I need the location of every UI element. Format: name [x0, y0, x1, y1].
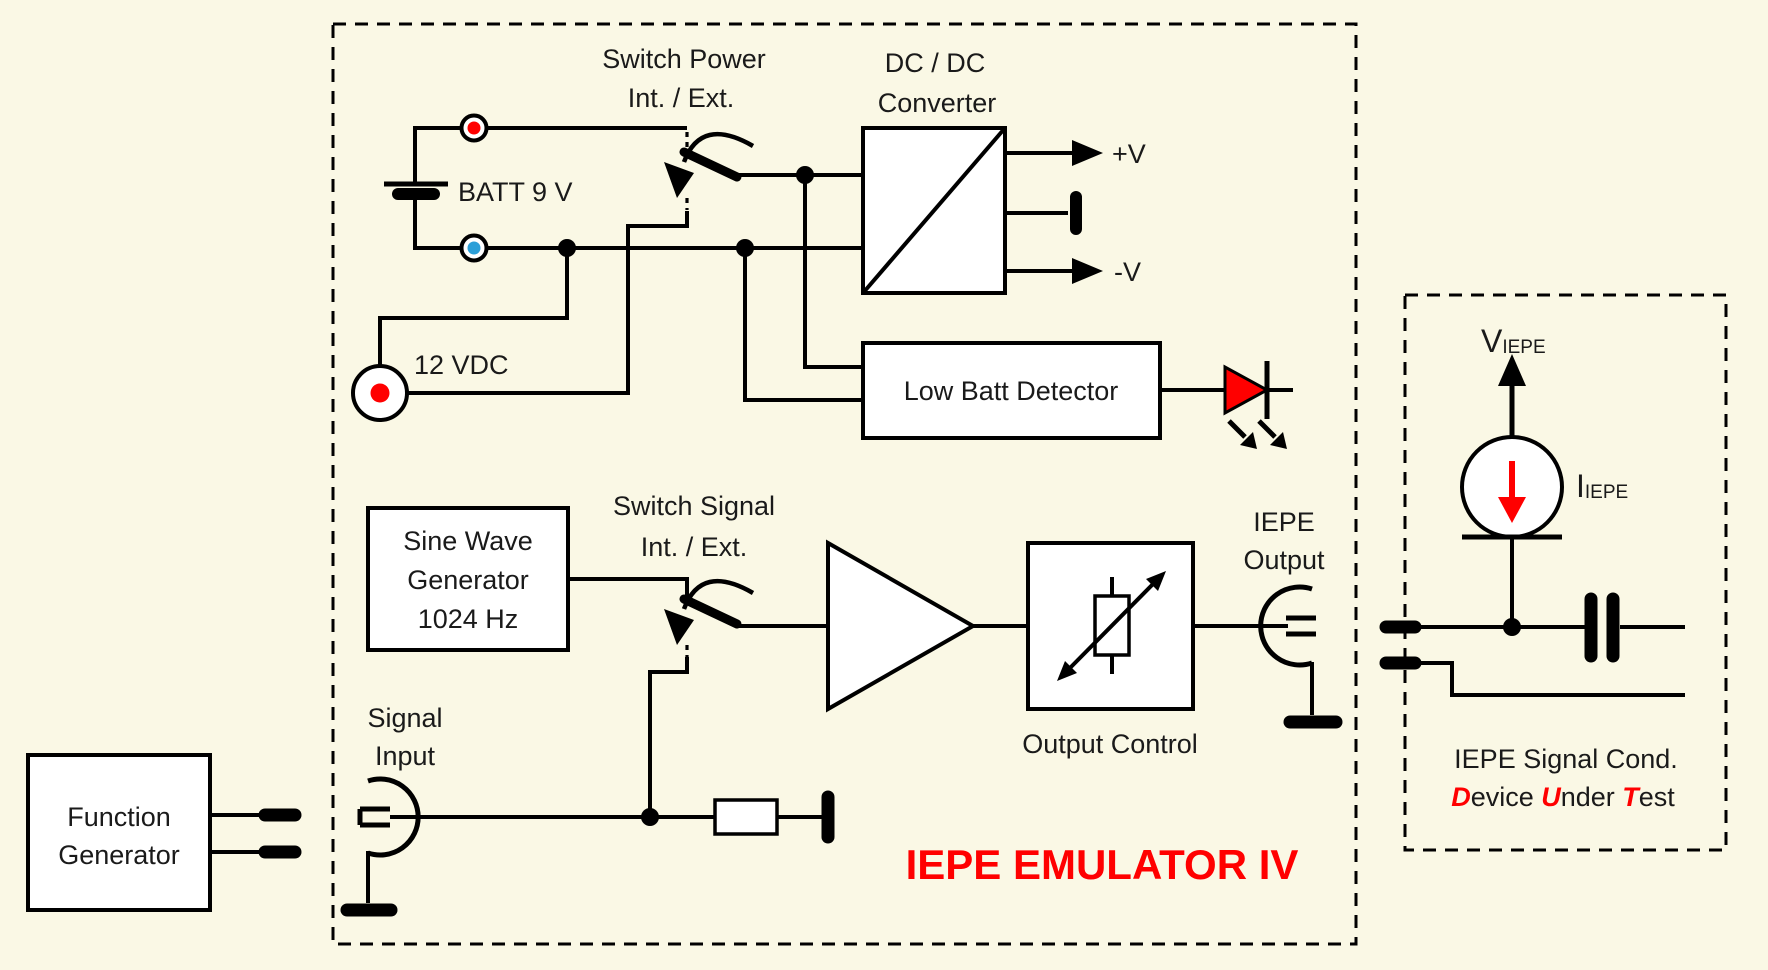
function-generator [26, 753, 302, 912]
minus-v-label: -V [1114, 257, 1141, 287]
switch-power-label-1: Switch Power [602, 44, 766, 74]
switch-power-icon [664, 131, 755, 198]
current-symbol-label: IIEPE [1576, 468, 1628, 504]
battery-label: BATT 9 V [458, 177, 573, 207]
function-generator-label-1: Function [67, 802, 171, 832]
dcdc-outputs [1005, 140, 1103, 284]
signal-input-label-2: Input [375, 741, 436, 771]
low-batt-detector-label: Low Batt Detector [904, 376, 1119, 406]
sine-generator-box [366, 506, 570, 652]
capacitor-icon [1584, 592, 1620, 663]
power-wiring [378, 126, 863, 402]
signal-wiring [390, 577, 1288, 819]
dut-dashed-border [1403, 293, 1728, 852]
output-control-box [1026, 541, 1195, 711]
battery-negative-terminal-icon [459, 233, 489, 263]
variable-resistor-icon [1057, 571, 1166, 681]
switch-signal-label-1: Switch Signal [613, 491, 775, 521]
dcdc-converter-box [861, 126, 1007, 295]
battery-icon [384, 181, 448, 200]
sine-generator-label-3: 1024 Hz [418, 604, 519, 634]
current-source-icon [1460, 435, 1564, 539]
led-icon [1160, 361, 1293, 449]
dut-circuit [1379, 354, 1685, 697]
switch-signal-label-2: Int. / Ext. [641, 532, 748, 562]
dcdc-label-2: Converter [878, 88, 997, 118]
dc-jack-label: 12 VDC [414, 350, 509, 380]
minus-v-arrow-icon [1072, 258, 1103, 284]
dcdc-label-1: DC / DC [885, 48, 986, 78]
voltage-symbol-label: VIEPE [1481, 323, 1546, 359]
iepe-output-connector-icon [1258, 584, 1343, 729]
iepe-output-label-1: IEPE [1253, 507, 1315, 537]
iepe-output-label-2: Output [1243, 545, 1325, 575]
voltage-arrow-icon [1498, 354, 1526, 386]
emulator-dashed-border [331, 22, 1358, 946]
output-control-label: Output Control [1022, 729, 1198, 759]
low-batt-detector-box [861, 341, 1162, 440]
sine-generator-label-1: Sine Wave [403, 526, 533, 556]
switch-signal-icon [664, 578, 755, 645]
amplifier-icon [826, 539, 978, 713]
function-generator-box [26, 753, 212, 912]
signal-input-label-1: Signal [367, 703, 442, 733]
dut-caption-2: Device Under Test [1451, 782, 1675, 812]
sine-generator-label-2: Generator [407, 565, 529, 595]
switch-power-label-2: Int. / Ext. [628, 83, 735, 113]
dc-jack-icon [351, 364, 409, 422]
dut-caption-1: IEPE Signal Cond. [1454, 744, 1678, 774]
plus-v-label: +V [1112, 139, 1146, 169]
junction-dots [558, 166, 1521, 826]
signal-input-connector-icon [340, 776, 421, 917]
function-generator-label-2: Generator [58, 840, 180, 870]
emulator-title: IEPE EMULATOR IV [906, 841, 1299, 888]
battery-positive-terminal-icon [459, 113, 489, 143]
shunt-resistor-icon [713, 790, 835, 844]
plus-v-arrow-icon [1072, 140, 1103, 166]
